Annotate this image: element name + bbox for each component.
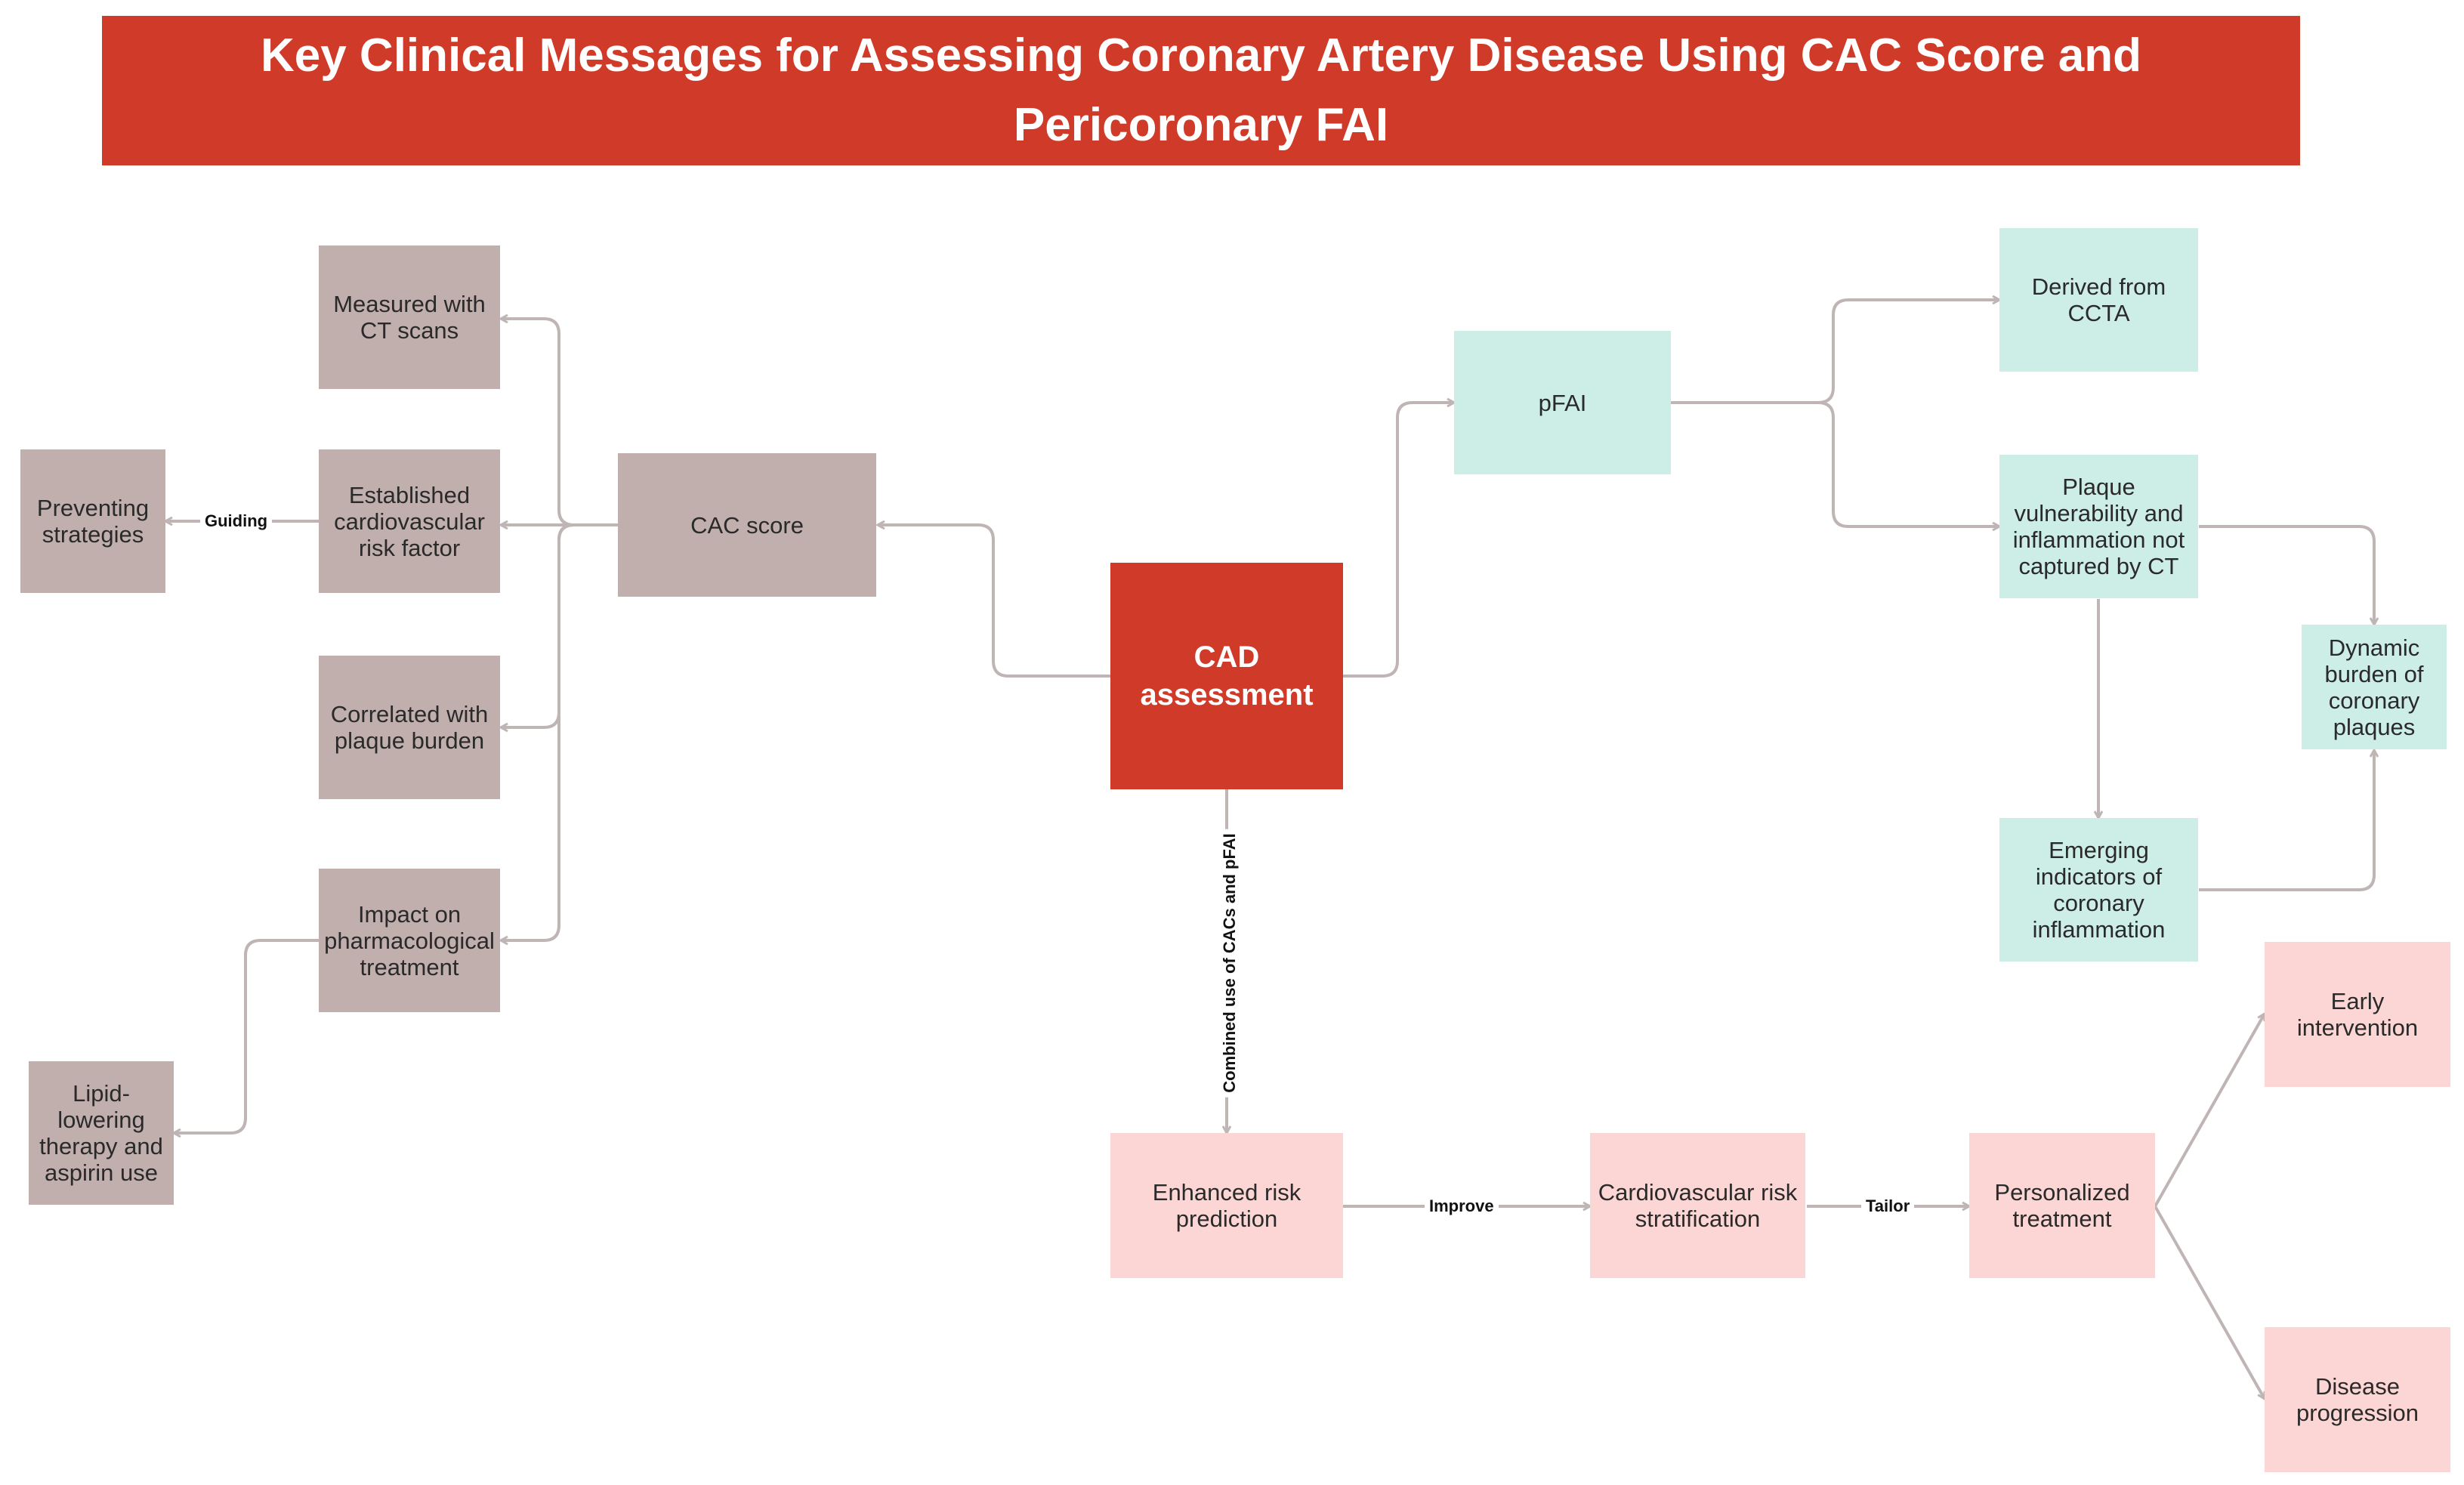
node-plaque-vulnerability: Plaque vulnerability and inflammation no…: [1999, 455, 2198, 598]
node-emerging-indicators: Emerging indicators of coronary inflamma…: [1999, 818, 2198, 962]
edge-personalized-to-early: [2154, 1014, 2266, 1207]
edge-plaque-to-dynamic: [2199, 525, 2374, 625]
node-personalized-treatment: Personalized treatment: [1969, 1133, 2155, 1278]
node-correlated-plaque: Correlated with plaque burden: [319, 656, 500, 799]
edge-pfai-to-plaque: [1671, 401, 1999, 526]
edge-cac-to-impact: [501, 523, 618, 940]
edge-label-improve: Improve: [1425, 1196, 1499, 1216]
edge-cad-to-cac: [878, 525, 1110, 678]
node-disease-progression: Disease progression: [2265, 1327, 2450, 1472]
node-pfai: pFAI: [1454, 331, 1671, 474]
edge-label-tailor: Tailor: [1861, 1196, 1915, 1216]
diagram-title: Key Clinical Messages for Assessing Coro…: [102, 16, 2300, 165]
edge-emerging-to-dynamic: [2199, 750, 2374, 891]
edge-label-guiding: Guiding: [200, 511, 273, 531]
node-lipid-lowering: Lipid-lowering therapy and aspirin use: [29, 1061, 174, 1205]
node-cad-assessment: CAD assessment: [1110, 563, 1343, 789]
node-dynamic-burden: Dynamic burden of coronary plaques: [2302, 625, 2447, 749]
node-derived-ccta: Derived from CCTA: [1999, 228, 2198, 372]
node-measured-ct: Measured with CT scans: [319, 245, 500, 389]
node-enhanced-risk: Enhanced risk prediction: [1110, 1133, 1343, 1278]
node-cv-risk-stratification: Cardiovascular risk stratification: [1590, 1133, 1805, 1278]
node-established-risk: Established cardiovascular risk factor: [319, 449, 500, 593]
node-impact-pharma: Impact on pharmacological treatment: [319, 869, 500, 1012]
edge-cad-to-pfai: [1343, 403, 1454, 678]
edge-cac-to-measured: [501, 319, 618, 526]
node-cac-score: CAC score: [618, 453, 876, 597]
edge-personalized-to-progression: [2154, 1206, 2266, 1399]
edge-label-combined-use: Combined use of CACs and pFAI: [1220, 829, 1240, 1098]
edge-impact-to-lipid: [174, 939, 319, 1133]
node-preventing-strategies: Preventing strategies: [20, 449, 165, 593]
edge-pfai-to-derived: [1671, 300, 1999, 404]
node-early-intervention: Early intervention: [2265, 942, 2450, 1087]
